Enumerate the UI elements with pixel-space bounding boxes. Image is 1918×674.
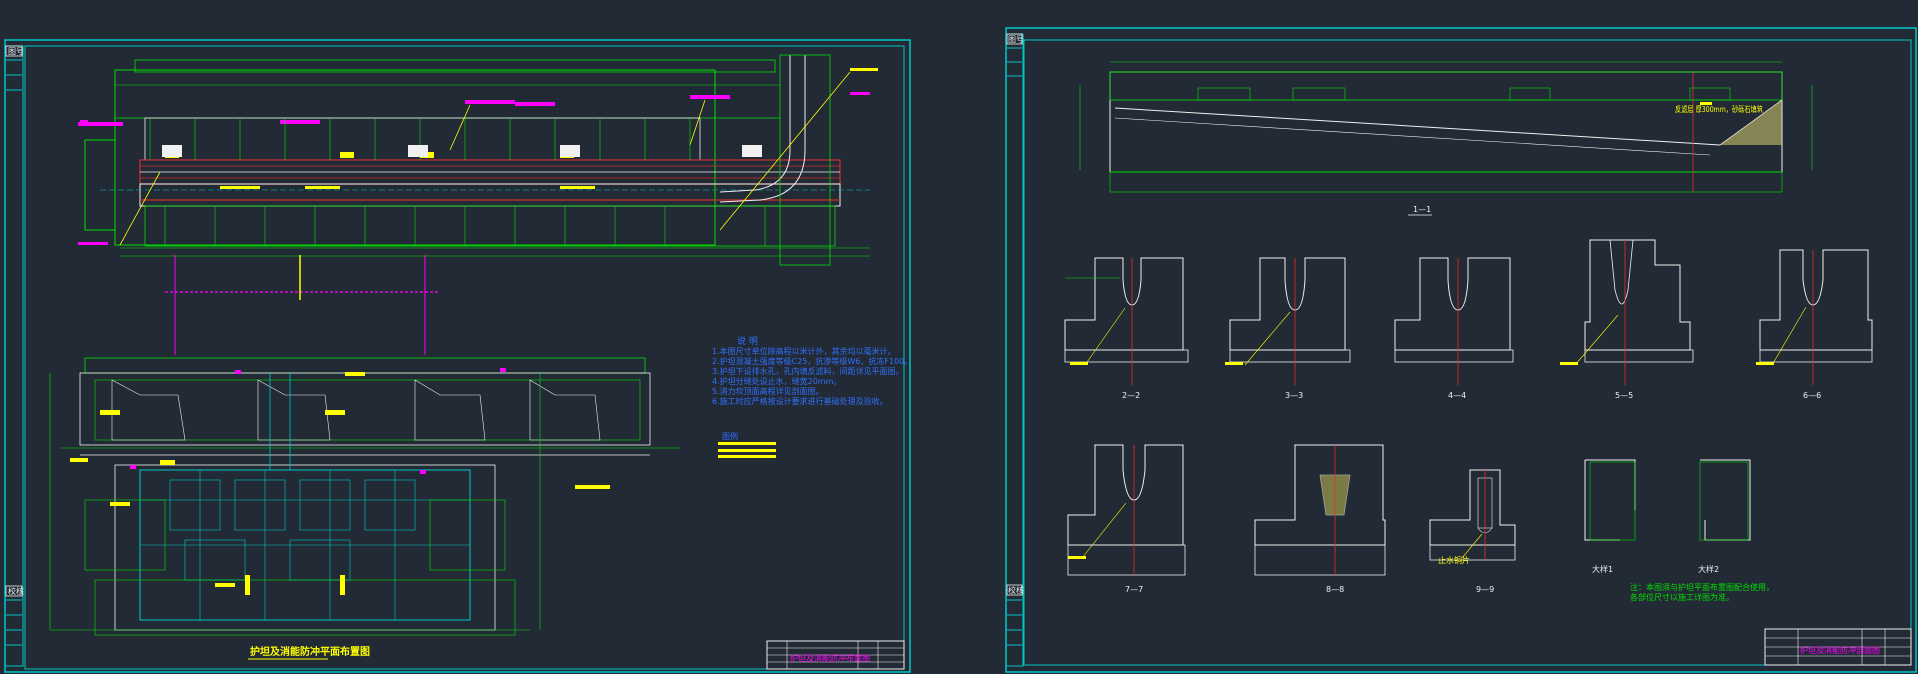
left-side-tag: 校核 [8,586,24,596]
left-legend-heading: 图例 [722,431,738,441]
left-legend-bar-3 [718,455,776,458]
section-label-5-5: 5—5 [1615,391,1633,400]
right-note-line-2: 各部位尺寸以施工详图为准。 [1630,592,1734,602]
left-sheet-outer-border [4,39,911,673]
right-sheet-inner-border [1023,39,1912,666]
section-2-2: 2—2 [1064,257,1189,400]
left-notes-block: 说 明 1.本图尺寸单位除高程以米计外，其余均以毫米计。 2.护坦混凝土强度等级… [712,335,912,458]
section-5-5: 5—5 [1560,239,1694,400]
section-row-1: 2—2 3—3 4—4 [1064,239,1873,400]
right-note-block: 注：本图须与护坦平面布置图配合使用， 各部位尺寸以施工详图为准。 [1630,582,1774,602]
section-label-2-2: 2—2 [1122,391,1140,400]
right-corner-tag: 图号 [1008,35,1024,44]
left-legend-bar-1 [718,442,776,445]
section-9-9-callout: 止水铜片 [1438,555,1470,565]
left-note-6: 6.施工时应严格按设计要求进行基础处理及验收。 [712,396,888,406]
left-side-strip [4,45,24,667]
left-titleblock-name: 护坦及消能防冲布置图 [790,653,870,663]
right-side-strip [1005,33,1024,667]
left-sheet: 图号 校核 [4,39,912,673]
left-note-3: 3.护坦下设排水孔，孔内填反滤料，间距详见平面图。 [712,366,904,376]
top-plan-view [78,54,878,355]
left-note-4: 4.护坦分缝处设止水，缝宽20mm。 [712,376,841,386]
section-3-3: 3—3 [1225,257,1351,400]
left-sheet-inner-border [24,45,905,670]
section-6-6: 6—6 [1756,249,1873,400]
section-row-2: 7—7 8—8 止水铜片 9—9 大 [1067,444,1751,594]
left-note-2: 2.护坦混凝土强度等级C25，抗渗等级W6，抗冻F100。 [712,356,912,366]
section-label-4-4: 4—4 [1448,391,1466,400]
section-4-4: 4—4 [1394,257,1514,400]
left-notes-heading: 说 明 [737,335,758,347]
section-label-9-9: 9—9 [1476,585,1494,594]
profile-caption: 1—1 [1413,205,1431,214]
long-profile-view: 反滤层 厚300mm，砂砾石填筑 1—1 [1079,61,1813,216]
section-label-3-3: 3—3 [1285,391,1303,400]
detail-2: 大样2 [1698,459,1751,574]
section-8-8: 8—8 [1254,444,1386,594]
left-plan-title: 护坦及消能防冲平面布置图 [250,645,370,658]
profile-note: 反滤层 厚300mm，砂砾石填筑 [1675,104,1763,114]
section-label-7-7: 7—7 [1125,585,1143,594]
section-label-8-8: 8—8 [1326,585,1344,594]
left-note-1: 1.本图尺寸单位除高程以米计外，其余均以毫米计。 [712,346,896,356]
left-note-5: 5.消力坎顶面高程详见剖面图。 [712,386,824,396]
section-7-7: 7—7 [1067,444,1186,594]
right-side-tag: 校核 [1008,585,1024,595]
detail-1: 大样1 [1584,459,1636,574]
left-title-block: 护坦及消能防冲布置图 [766,640,905,670]
lower-plan-view: 护坦及消能防冲平面布置图 [49,357,680,660]
left-legend-bar-2 [718,449,776,452]
section-label-6-6: 6—6 [1803,391,1821,400]
right-note-line-1: 注：本图须与护坦平面布置图配合使用， [1630,582,1774,592]
left-corner-tag: 图号 [8,47,24,56]
right-sheet: 图号 校核 反滤层 厚300mm，砂砾石填筑 1—1 [1005,27,1917,673]
right-title-block: 护坦及消能防冲剖面图 [1764,628,1912,666]
right-titleblock-name: 护坦及消能防冲剖面图 [1800,645,1880,655]
detail-label-1: 大样1 [1592,564,1613,574]
section-9-9: 止水铜片 9—9 [1429,469,1516,594]
detail-label-2: 大样2 [1698,564,1719,574]
